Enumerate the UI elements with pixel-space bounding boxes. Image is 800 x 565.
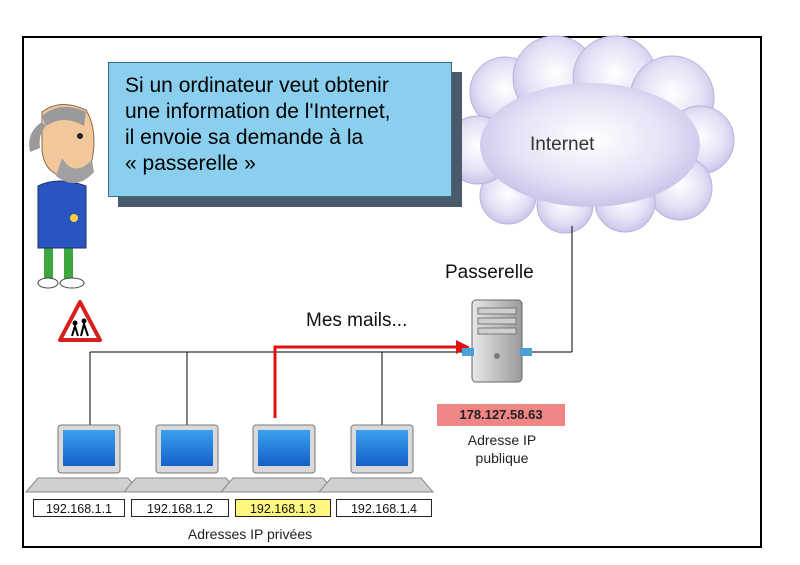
callout-box: Si un ordinateur veut obtenir une inform… xyxy=(108,62,452,197)
public-ip-label: Adresse IP publique xyxy=(432,431,572,467)
internet-label: Internet xyxy=(530,134,595,155)
private-ip-box-3: 192.168.1.3 xyxy=(235,499,331,517)
mail-flow-label: Mes mails... xyxy=(306,310,408,331)
gateway-label: Passerelle xyxy=(445,262,534,283)
computer-3-icon xyxy=(219,424,337,493)
server-icon xyxy=(462,299,532,383)
public-ip-value: 178.127.58.63 xyxy=(437,404,565,426)
network-cables xyxy=(89,226,573,425)
private-ip-box-2: 192.168.1.2 xyxy=(131,499,229,517)
callout-line-3: il envoie sa demande à la xyxy=(125,126,364,149)
public-ip-label-line-2: publique xyxy=(475,450,529,466)
callout-line-4: « passerelle » xyxy=(125,152,256,175)
computer-1-icon xyxy=(24,424,142,493)
mail-flow-arrow xyxy=(273,340,470,418)
cloud-icon xyxy=(443,35,735,234)
private-ip-box-1: 192.168.1.1 xyxy=(33,499,125,517)
warning-sign-icon xyxy=(58,300,102,342)
computer-4-icon xyxy=(317,424,435,493)
callout-line-2: une information de l'Internet, xyxy=(125,100,391,123)
character-icon xyxy=(29,104,95,289)
public-ip-label-line-1: Adresse IP xyxy=(467,432,537,448)
private-ip-label: Adresses IP privées xyxy=(187,526,313,542)
computer-2-icon xyxy=(122,424,240,493)
private-ip-box-4: 192.168.1.4 xyxy=(336,499,432,517)
callout-line-1: Si un ordinateur veut obtenir xyxy=(125,74,389,97)
